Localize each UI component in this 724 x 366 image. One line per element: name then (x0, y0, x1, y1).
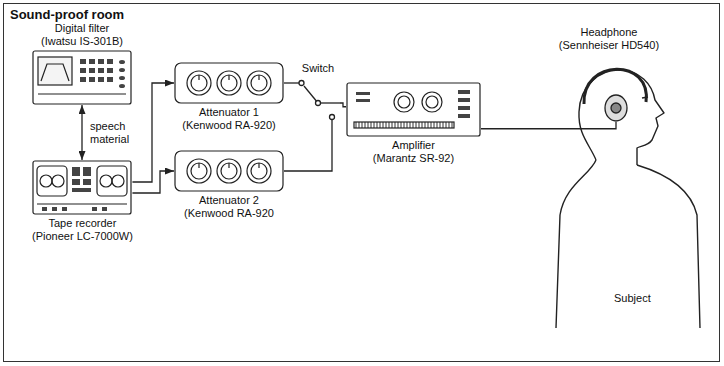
headphone-device (554, 54, 664, 122)
attenuator-device (174, 62, 284, 104)
signal-arrow (81, 105, 82, 160)
device-name: Digital filter (55, 22, 109, 35)
model-name: (Pioneer LC-7000W) (32, 230, 133, 243)
digital-filter-device (32, 50, 132, 105)
model-name: (Sennheiser HD540) (559, 39, 659, 52)
cable-line (340, 103, 346, 107)
head-outline (579, 70, 664, 165)
device-box: Digital filter(Iwatsu IS-301B) (32, 22, 132, 107)
device-box: Attenuator 1(Kenwood RA-920) (174, 60, 284, 132)
headphone-box: Headphone(Sennheiser HD540) (554, 26, 664, 124)
cable-line (284, 121, 332, 171)
edge-label: speech material (90, 120, 146, 146)
model-name: (Kenwood RA-920 (184, 207, 274, 220)
switch-symbol (296, 77, 340, 121)
figure-label: Subject (614, 292, 651, 305)
model-name: (Marantz SR-92) (373, 152, 454, 165)
device-name: Amplifier (392, 139, 435, 152)
amplifier-device (346, 82, 481, 137)
device-name: Tape recorder (49, 217, 117, 230)
device-name: Switch (302, 62, 334, 75)
tape-recorder-device (32, 160, 132, 215)
signal-arrow (132, 171, 174, 193)
cable-line (481, 122, 616, 129)
device-box: Amplifier(Marantz SR-92) (346, 80, 481, 165)
model-name: (Kenwood RA-920) (182, 119, 276, 132)
room-box: Sound-proof roomDigital filter(Iwatsu IS… (3, 3, 720, 362)
attenuator-device (174, 150, 284, 192)
device-box: Attenuator 2(Kenwood RA-920 (174, 148, 284, 220)
room-title: Sound-proof room (4, 4, 719, 26)
cable-line (284, 82, 296, 83)
device-name: Attenuator 2 (199, 194, 259, 207)
switch-box: Switch (296, 62, 340, 123)
body-back (556, 160, 596, 328)
model-name: (Iwatsu IS-301B) (41, 35, 123, 48)
device-box: Tape recorder(Pioneer LC-7000W) (32, 158, 133, 243)
device-name: Attenuator 1 (199, 106, 259, 119)
device-name: Headphone (581, 26, 638, 39)
